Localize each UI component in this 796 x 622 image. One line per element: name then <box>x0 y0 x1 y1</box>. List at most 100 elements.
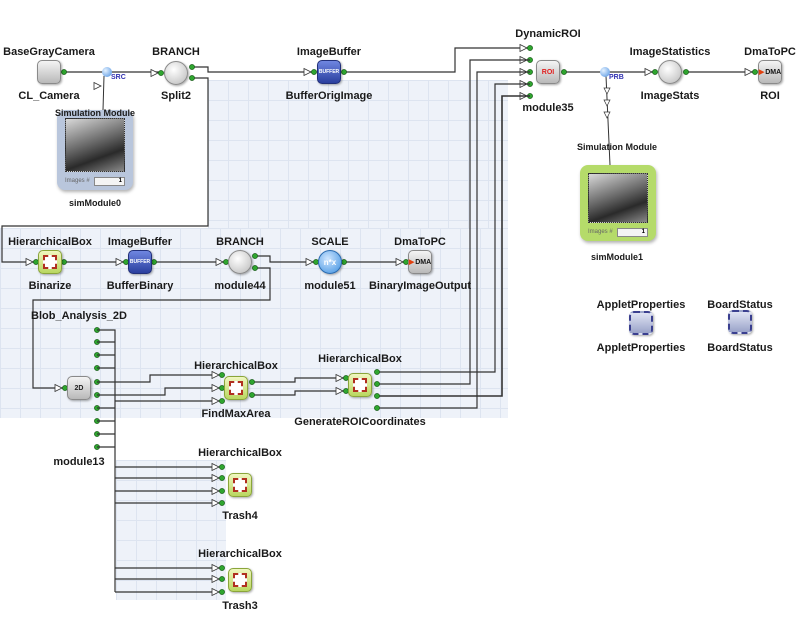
port-connector[interactable] <box>158 70 164 76</box>
port-connector[interactable] <box>252 253 258 259</box>
port-connector[interactable] <box>219 372 225 378</box>
input-arrow-icon <box>335 386 344 396</box>
scale-icon[interactable]: n*x <box>318 250 342 274</box>
counter-label: Images # <box>588 229 613 235</box>
port-connector[interactable] <box>219 464 225 470</box>
port-connector[interactable] <box>219 475 225 481</box>
statistics-icon[interactable] <box>658 60 682 84</box>
port-connector[interactable] <box>189 75 195 81</box>
hierarchical-box-icon[interactable] <box>228 568 252 592</box>
module-instance-label: module44 <box>214 280 266 292</box>
simulation-image-thumbnail <box>65 118 125 172</box>
port-connector[interactable] <box>189 64 195 70</box>
module-type-label: DynamicROI <box>515 28 581 40</box>
port-connector[interactable] <box>219 565 225 571</box>
branch-icon[interactable] <box>164 61 188 85</box>
canvas-grid <box>208 80 508 230</box>
port-connector[interactable] <box>341 69 347 75</box>
connection-wire[interactable] <box>252 390 346 396</box>
connection-wire[interactable] <box>97 329 116 592</box>
simulation-instance-label: simModule0 <box>68 198 122 208</box>
connection-wire[interactable] <box>377 95 530 397</box>
simulation-type-label: Simulation Module <box>577 142 657 152</box>
port-connector[interactable] <box>561 69 567 75</box>
counter-value[interactable]: 1 <box>616 227 648 237</box>
module-type-label: BRANCH <box>216 236 264 248</box>
simulation-image-thumbnail <box>588 173 648 223</box>
branch-icon[interactable] <box>228 250 252 274</box>
port-connector[interactable] <box>374 369 380 375</box>
buffer-icon[interactable]: BUFFER <box>128 250 152 274</box>
port-connector[interactable] <box>683 69 689 75</box>
connection-wire[interactable] <box>377 71 530 409</box>
port-connector[interactable] <box>652 69 658 75</box>
port-connector[interactable] <box>374 405 380 411</box>
connection-wire[interactable] <box>377 59 530 385</box>
port-connector[interactable] <box>219 488 225 494</box>
port-connector[interactable] <box>311 69 317 75</box>
connection-wire[interactable] <box>344 47 530 73</box>
camera-icon[interactable] <box>37 60 61 84</box>
probe-label: SRC <box>111 74 126 81</box>
connection-wire[interactable] <box>97 374 222 383</box>
port-connector[interactable] <box>374 381 380 387</box>
applet-properties-icon[interactable] <box>629 311 653 335</box>
hierarchical-box-icon[interactable] <box>38 250 62 274</box>
port-connector[interactable] <box>219 398 225 404</box>
module-instance-label: BufferBinary <box>106 280 174 292</box>
input-arrow-icon <box>211 462 220 472</box>
connection-wire[interactable] <box>32 267 271 389</box>
module-instance-label: module51 <box>304 280 356 292</box>
counter-value[interactable]: 1 <box>93 176 125 186</box>
module-instance-label: Split2 <box>161 90 191 102</box>
blob-analysis-icon[interactable]: 2D <box>67 376 91 400</box>
port-connector[interactable] <box>752 69 758 75</box>
module-glyph: BUFFER <box>318 69 340 75</box>
port-connector[interactable] <box>249 379 255 385</box>
connection-wire[interactable] <box>255 255 316 263</box>
input-arrow-icon <box>744 67 753 77</box>
module-type-label: ImageBuffer <box>107 236 173 248</box>
connection-wire[interactable] <box>102 75 105 111</box>
canvas-grid <box>116 460 226 600</box>
module-instance-label: Binarize <box>28 280 72 292</box>
hierarchical-box-icon[interactable] <box>228 473 252 497</box>
board-status-icon[interactable] <box>728 310 752 334</box>
image-counter: Images #1 <box>65 176 125 186</box>
input-arrow-icon <box>211 370 220 380</box>
port-connector[interactable] <box>151 259 157 265</box>
roi-icon[interactable]: ROI <box>536 60 560 84</box>
port-connector[interactable] <box>341 259 347 265</box>
input-arrow-icon <box>211 574 220 584</box>
connection-wire[interactable] <box>252 377 346 383</box>
connection-wire[interactable] <box>192 66 314 73</box>
dma-icon[interactable]: ▶DMA <box>758 60 782 84</box>
buffer-icon[interactable]: BUFFER <box>317 60 341 84</box>
connection-wire[interactable] <box>1 77 209 263</box>
module-type-label: HierarchicalBox <box>194 360 278 372</box>
probe-icon[interactable] <box>600 67 610 77</box>
port-connector[interactable] <box>249 392 255 398</box>
port-connector[interactable] <box>219 500 225 506</box>
probe-icon[interactable] <box>102 67 112 77</box>
hierarchical-box-icon[interactable] <box>224 376 248 400</box>
port-connector[interactable] <box>219 589 225 595</box>
connection-wire[interactable] <box>97 387 222 396</box>
port-connector[interactable] <box>61 259 67 265</box>
module-instance-label: BinaryImageOutput <box>368 280 472 292</box>
hierarchical-box-icon[interactable] <box>348 373 372 397</box>
module-glyph: 2D <box>74 384 84 392</box>
dma-icon[interactable]: ▶DMA <box>408 250 432 274</box>
port-connector[interactable] <box>374 393 380 399</box>
image-counter: Images #1 <box>588 227 648 237</box>
simulation-module[interactable]: Images #1 <box>57 110 133 190</box>
port-connector[interactable] <box>61 69 67 75</box>
module-type-label: HierarchicalBox <box>198 447 282 459</box>
simulation-module[interactable]: Images #1 <box>580 165 656 241</box>
port-connector[interactable] <box>219 576 225 582</box>
connection-wire[interactable] <box>377 83 530 373</box>
port-connector[interactable] <box>252 265 258 271</box>
port-connector[interactable] <box>527 45 533 51</box>
